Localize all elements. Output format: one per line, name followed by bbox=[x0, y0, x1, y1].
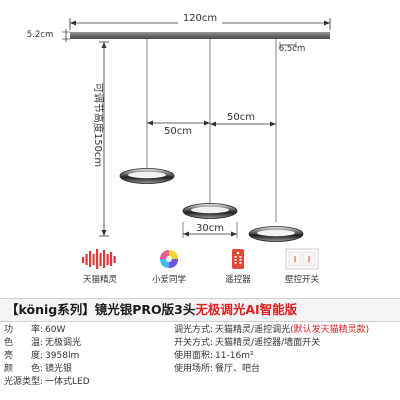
spec-label: 光源类型: bbox=[4, 377, 44, 387]
spec-value: 3958lm bbox=[45, 351, 80, 361]
spec-row-brightness: 亮 度:3958lm bbox=[4, 350, 79, 363]
adjustable-height-label: 可调节高度150cm bbox=[92, 83, 105, 167]
canopy-width-label: 6.5cm bbox=[279, 44, 305, 54]
spacing-right-dimension: 50cm bbox=[210, 112, 276, 127]
spacing-left-dimension: 50cm bbox=[147, 120, 210, 137]
spec-row-area: 使用面积:11-16m² bbox=[174, 350, 254, 363]
spec-label: 开关方式: bbox=[174, 338, 214, 348]
bar-width-label: 120cm bbox=[183, 13, 217, 24]
spec-value: 11-16m² bbox=[215, 351, 254, 361]
spec-value: 一体式LED bbox=[45, 377, 90, 387]
spacing-left-label: 50cm bbox=[164, 126, 192, 137]
xiaoai-icon bbox=[160, 250, 178, 268]
spec-value: 天猫精灵/遥控器/墙面开关 bbox=[215, 338, 321, 348]
app-label: 壁控开关 bbox=[284, 275, 319, 285]
app-remote: 遥控器 bbox=[203, 248, 273, 285]
spec-row-location: 使用场所:餐厅、吧台 bbox=[174, 363, 260, 376]
ring-diameter-dimension: 30cm bbox=[182, 222, 238, 238]
model-name: 镜光银PRO版3头 bbox=[94, 302, 196, 317]
app-xiaoai: 小爱同学 bbox=[134, 248, 204, 285]
spec-row-power: 功 率:60W bbox=[4, 324, 65, 337]
product-title-banner: 【könig系列】镜光银PRO版3头无极调光AI智能版 bbox=[0, 298, 400, 322]
ring-lamp-left bbox=[119, 168, 175, 184]
spec-label: 调光方式: bbox=[174, 325, 214, 335]
spec-value: 天猫精灵/遥控调光 bbox=[215, 325, 291, 335]
ceiling-bar bbox=[70, 32, 330, 39]
spec-label: 色 温: bbox=[4, 338, 44, 348]
spec-value: 60W bbox=[45, 325, 66, 335]
spec-label: 颜 色: bbox=[4, 364, 44, 374]
canopy-height-dimension: 5.2cm bbox=[27, 29, 70, 42]
spec-label: 功 率: bbox=[4, 325, 44, 335]
spec-label: 使用面积: bbox=[174, 351, 214, 361]
wall-switch-icon bbox=[285, 248, 319, 270]
spec-row-light-source: 光源类型:一体式LED bbox=[4, 376, 90, 389]
spec-row-color: 颜 色:镜光银 bbox=[4, 363, 72, 376]
control-methods: 天猫精灵 小爱同学 遥控器 bbox=[0, 248, 400, 296]
version-name: 无极调光AI智能版 bbox=[195, 302, 298, 317]
spec-row-switch: 开关方式:天猫精灵/遥控器/墙面开关 bbox=[174, 337, 320, 350]
spec-row-dimming: 调光方式:天猫精灵/遥控调光(默认发天猫精灵款) bbox=[174, 324, 369, 337]
spec-value: 无极调光 bbox=[45, 338, 82, 348]
ring-lamp-right bbox=[248, 226, 304, 242]
app-wall-switch: 壁控开关 bbox=[267, 248, 337, 285]
tmall-genie-icon bbox=[82, 249, 116, 269]
canopy-width-dimension: 6.5cm bbox=[279, 42, 305, 54]
spec-label: 亮 度: bbox=[4, 351, 44, 361]
ring-lamp-middle bbox=[182, 203, 238, 219]
spec-label: 使用场所: bbox=[174, 364, 214, 374]
ring-diameter-label: 30cm bbox=[196, 223, 224, 234]
spacing-right-label: 50cm bbox=[227, 112, 255, 123]
app-tmall-genie: 天猫精灵 bbox=[65, 248, 135, 285]
adjustable-height-dimension: 可调节高度150cm bbox=[92, 41, 109, 237]
lamp-dimension-diagram: 120cm 5.2cm 6.5cm 可调节高度150cm bbox=[27, 12, 331, 242]
series-name: 【könig系列】 bbox=[6, 302, 95, 317]
remote-icon bbox=[232, 249, 244, 269]
app-label: 遥控器 bbox=[225, 275, 251, 285]
app-label: 天猫精灵 bbox=[82, 275, 117, 285]
spec-value: 餐厅、吧台 bbox=[215, 364, 261, 374]
app-label: 小爱同学 bbox=[151, 275, 186, 285]
canopy-height-label: 5.2cm bbox=[27, 30, 53, 40]
spec-row-color-temp: 色 温:无极调光 bbox=[4, 337, 81, 350]
spec-value: 镜光银 bbox=[45, 364, 73, 374]
spec-note: (默认发天猫精灵款) bbox=[290, 325, 370, 335]
width-dimension: 120cm bbox=[69, 12, 331, 30]
